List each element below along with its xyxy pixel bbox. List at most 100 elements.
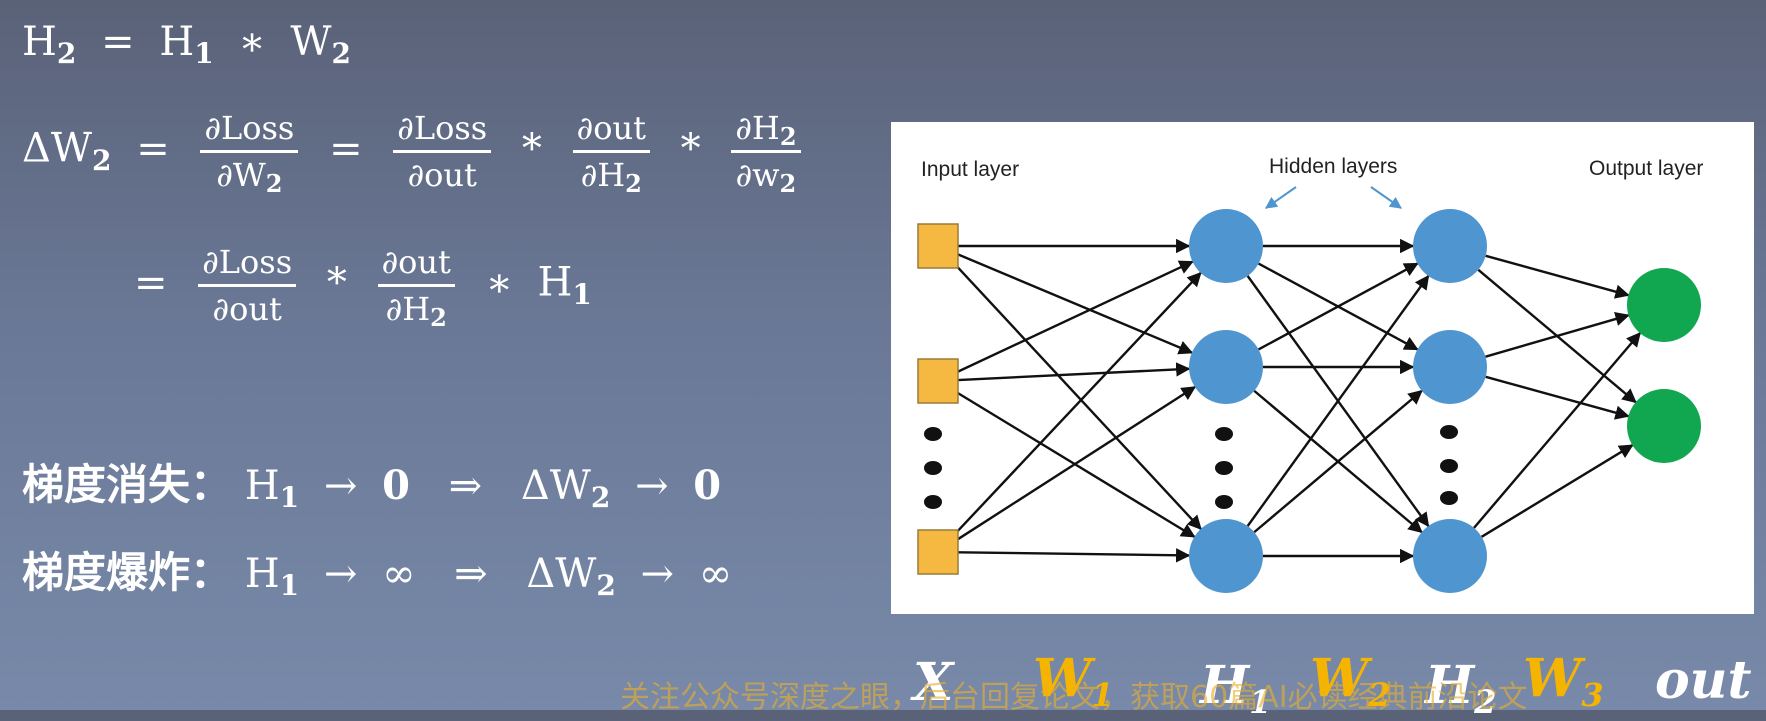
label-out: out xyxy=(1655,650,1752,711)
connection-edge xyxy=(1246,274,1430,527)
denominator: ∂W2 xyxy=(216,156,283,198)
gradient-vanishing-line: 梯度消失： H1 → 0 ⇒ ΔW2 → 0 xyxy=(22,462,722,512)
implies-sign: ⇒ xyxy=(448,463,483,509)
network-svg: Input layer Hidden layers Output layer xyxy=(917,155,1703,593)
output-layer-label: Output layer xyxy=(1589,157,1703,180)
eq-symbol: ΔW xyxy=(526,551,597,597)
eq-symbol: ΔW xyxy=(22,125,92,172)
output-node xyxy=(1627,268,1701,342)
connection-edge xyxy=(954,385,1197,543)
limit-value: 0 xyxy=(693,462,722,509)
ellipsis-dot xyxy=(1440,425,1458,439)
limit-value: ∞ xyxy=(382,551,416,597)
limit-value: 0 xyxy=(382,462,410,509)
input-node xyxy=(917,223,959,269)
ellipsis-dot xyxy=(1440,491,1458,505)
label-h1: H1 xyxy=(1200,655,1272,721)
arrow-sign: → xyxy=(640,551,675,597)
fraction-bar xyxy=(393,150,492,153)
numerator: ∂H2 xyxy=(735,109,797,151)
ellipsis-dot xyxy=(1440,459,1458,473)
gradient-exploding-line: 梯度爆炸： H1 → ∞ ⇒ ΔW2 → ∞ xyxy=(22,551,733,600)
hidden-node xyxy=(1413,209,1487,283)
label-w3: W3 xyxy=(1523,648,1604,714)
hidden-node xyxy=(1189,519,1263,593)
star-sign: * xyxy=(326,259,347,306)
eq-subscript: 1 xyxy=(279,481,300,514)
input-layer-label: Input layer xyxy=(921,158,1019,181)
numerator: ∂Loss xyxy=(202,243,293,281)
numerator: ∂out xyxy=(381,243,451,281)
equals-sign: = xyxy=(134,259,168,306)
connection-edge xyxy=(957,548,1191,563)
hidden-node xyxy=(1189,330,1263,404)
input-node xyxy=(917,358,959,404)
equation-delta-w2: ΔW2 = ∂Loss ∂W2 = ∂Loss ∂out * ∂out ∂H2 … xyxy=(22,109,807,198)
eq-subscript: 1 xyxy=(194,37,214,70)
fraction-bar xyxy=(377,284,455,287)
eq-subscript: 2 xyxy=(331,37,351,70)
equation-h2: H2 = H1 ∗ W2 xyxy=(22,19,351,68)
connection-edge xyxy=(955,260,1194,374)
ellipsis-dot xyxy=(924,495,942,509)
eq-subscript: 1 xyxy=(572,277,592,311)
fraction-bar xyxy=(200,150,299,153)
connection-edge xyxy=(1257,262,1419,351)
output-node xyxy=(1627,389,1701,463)
denominator: ∂H2 xyxy=(580,156,642,198)
eq-subscript: 2 xyxy=(596,569,616,602)
star-sign: * xyxy=(680,125,701,172)
times-sign: ∗ xyxy=(238,19,266,65)
network-nodes xyxy=(917,209,1701,593)
fraction: ∂Loss ∂W2 xyxy=(200,112,299,198)
exploding-label: 梯度爆炸： xyxy=(22,548,233,597)
arrow-sign: → xyxy=(635,463,669,509)
denominator: ∂w2 xyxy=(735,156,797,198)
ellipsis-dot xyxy=(924,427,942,441)
hidden-node xyxy=(1413,330,1487,404)
connection-edge xyxy=(955,252,1194,355)
hidden-node xyxy=(1189,209,1263,283)
hidden-pointer-arrow xyxy=(1265,186,1297,209)
equals-sign: = xyxy=(101,19,135,65)
eq-symbol: H xyxy=(537,259,573,306)
fraction-bar xyxy=(572,150,650,153)
network-edges xyxy=(950,238,1641,564)
eq-subscript: 2 xyxy=(590,481,611,514)
fraction-bar xyxy=(731,150,801,153)
vanishing-label: 梯度消失： xyxy=(22,460,233,509)
equals-sign: = xyxy=(136,125,170,172)
connection-edge xyxy=(1253,389,1423,534)
arrow-sign: → xyxy=(323,463,358,509)
eq-symbol: H xyxy=(159,19,195,65)
connection-edge xyxy=(1485,375,1630,420)
ellipsis-dot xyxy=(924,461,942,475)
eq-subscript: 2 xyxy=(56,37,77,70)
times-sign: ∗ xyxy=(485,259,513,306)
numerator: ∂out xyxy=(576,109,646,147)
connection-edge xyxy=(1485,311,1630,358)
eq-subscript: 1 xyxy=(279,569,300,602)
eq-subscript: 2 xyxy=(92,143,112,177)
limit-value: ∞ xyxy=(698,551,733,597)
ellipsis-dot xyxy=(1215,461,1233,475)
eq-symbol: H xyxy=(22,19,57,65)
equation-delta-w2-simplified: = ∂Loss ∂out * ∂out ∂H2 ∗ H1 xyxy=(122,243,592,332)
fraction: ∂Loss ∂out xyxy=(198,243,297,325)
neural-network-diagram: Input layer Hidden layers Output layer xyxy=(891,122,1754,614)
connection-edge xyxy=(1485,254,1630,299)
connection-edge xyxy=(1480,444,1634,538)
hidden-node xyxy=(1413,519,1487,593)
hidden-layers-label: Hidden layers xyxy=(1269,155,1397,178)
star-sign: * xyxy=(521,125,542,172)
fraction: ∂out ∂H2 xyxy=(572,109,650,198)
eq-symbol: H xyxy=(244,463,280,509)
label-w1: W1 xyxy=(1033,648,1114,714)
denominator: ∂H2 xyxy=(385,290,447,332)
connection-edge xyxy=(950,259,1202,530)
fraction: ∂Loss ∂out xyxy=(393,109,492,191)
watermark: 关注公众号深度之眼，后台回复论文，获取60篇AI必读经典前沿论文 xyxy=(620,680,1528,715)
numerator: ∂Loss xyxy=(397,109,488,147)
implies-sign: ⇒ xyxy=(454,551,488,597)
